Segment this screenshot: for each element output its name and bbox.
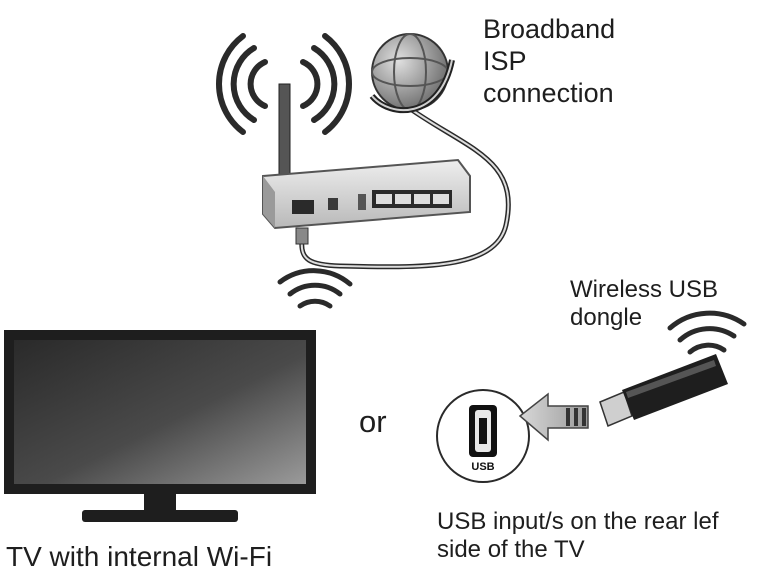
dongle-wifi-waves-icon xyxy=(667,310,747,355)
arrow-icon xyxy=(518,392,589,442)
globe-icon xyxy=(369,33,455,114)
usb-input-label: USB input/s on the rear lef side of the … xyxy=(437,508,719,564)
router-wifi-waves-icon xyxy=(216,33,352,135)
isp-connection-label: Broadband ISP connection xyxy=(483,14,616,108)
cable-plug xyxy=(295,227,309,245)
tv-internal-wifi-label: TV with internal Wi-Fi xyxy=(6,541,273,572)
tv-wifi-waves-icon xyxy=(277,268,353,309)
wireless-usb-dongle-label: Wireless USB dongle xyxy=(570,276,719,332)
tv-neck xyxy=(144,494,176,510)
usb-port-icon: USB xyxy=(436,389,530,483)
tv-screen xyxy=(14,340,306,484)
tv-icon xyxy=(4,330,316,522)
or-separator-label: or xyxy=(359,404,387,439)
usb-port-marking: USB xyxy=(471,461,494,473)
usb-dongle-icon xyxy=(599,354,728,428)
tv-stand xyxy=(82,510,238,522)
router-icon xyxy=(262,83,471,230)
